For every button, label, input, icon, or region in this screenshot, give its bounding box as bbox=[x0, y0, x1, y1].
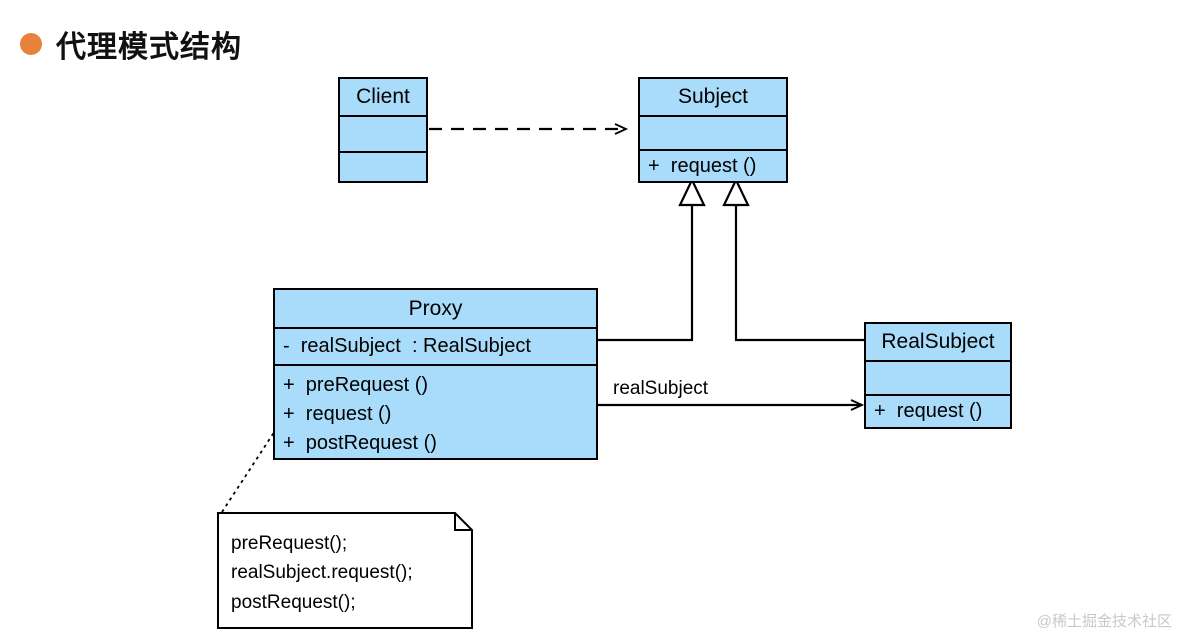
attribute-item: - realSubject : RealSubject bbox=[283, 335, 531, 357]
class-attributes-client bbox=[340, 115, 426, 151]
class-operations-realsubject: + request () bbox=[866, 394, 1010, 427]
page-title: 代理模式结构 bbox=[20, 22, 242, 66]
generalization-proxy-subject bbox=[598, 177, 706, 342]
note-line: realSubject.request(); bbox=[231, 562, 413, 584]
note-line: preRequest(); bbox=[231, 533, 348, 554]
note-shape bbox=[217, 512, 473, 629]
class-operations-proxy: + preRequest () + request () + postReque… bbox=[275, 364, 596, 458]
class-name-client: Client bbox=[356, 85, 410, 108]
generalization-realsubject-subject bbox=[722, 177, 864, 342]
association-label-realsubject: realSubject bbox=[613, 378, 709, 399]
note-line: postRequest(); bbox=[231, 591, 356, 613]
page-title-text: 代理模式结构 bbox=[56, 31, 242, 64]
class-operations-client bbox=[340, 151, 426, 181]
class-box-client[interactable]: Client bbox=[338, 77, 428, 183]
class-name-proxy: Proxy bbox=[408, 296, 463, 320]
class-box-realsubject[interactable]: RealSubject + request () bbox=[864, 322, 1012, 429]
class-name-realsubject: RealSubject bbox=[881, 330, 995, 353]
bullet-icon bbox=[20, 33, 42, 55]
class-box-subject[interactable]: Subject + request () bbox=[638, 77, 788, 183]
operation-item: + request () bbox=[874, 400, 983, 422]
operation-item: + postRequest () bbox=[283, 431, 437, 454]
class-attributes-realsubject bbox=[866, 360, 1010, 394]
watermark: @稀土掘金技术社区 bbox=[1036, 613, 1172, 630]
class-operations-subject: + request () bbox=[640, 149, 786, 181]
class-attributes-proxy: - realSubject : RealSubject bbox=[275, 327, 596, 364]
operation-item: + request () bbox=[648, 154, 757, 177]
operation-item: + preRequest () bbox=[283, 373, 429, 396]
class-name-subject: Subject bbox=[677, 85, 749, 108]
note-box[interactable]: preRequest(); realSubject.request(); pos… bbox=[217, 512, 473, 629]
operation-item: + request () bbox=[283, 402, 392, 425]
class-attributes-subject bbox=[640, 115, 786, 149]
class-box-proxy[interactable]: Proxy - realSubject : RealSubject + preR… bbox=[273, 288, 598, 460]
note-text: preRequest(); realSubject.request(); pos… bbox=[231, 529, 463, 617]
